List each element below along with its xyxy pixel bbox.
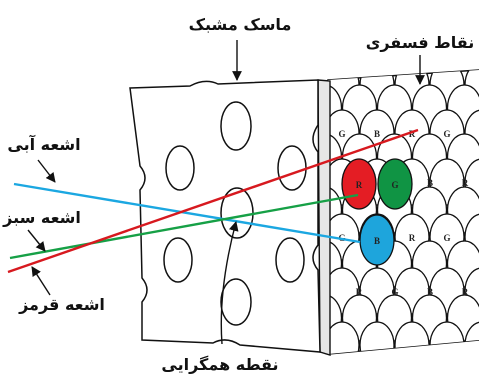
phosphor-letter: G	[443, 233, 450, 243]
phosphor-letter: R	[356, 287, 363, 297]
callout-arrows	[27, 40, 425, 345]
phosphor-letter: G	[391, 180, 398, 190]
phosphor-cell	[359, 321, 395, 354]
phosphor-letter: R	[409, 129, 416, 139]
shadow-mask-face	[129, 79, 321, 353]
phosphor-letter: R	[462, 287, 469, 297]
electron-beams	[7, 128, 419, 274]
phosphor-letter: B	[427, 178, 433, 188]
phosphor-letter: B	[374, 129, 380, 139]
shadow-mask-plate	[129, 79, 331, 356]
convergence-pointer-arrow	[220, 221, 239, 345]
labels: ماسک مشبک نقاط فسفری اشعه آبی اشعه سبز ا…	[2, 15, 474, 374]
mask-hole	[220, 278, 252, 326]
phosphor-dots-label: نقاط فسفری	[366, 33, 475, 52]
phosphor-cell	[429, 321, 465, 354]
red-ray-label: اشعه قرمز	[18, 295, 105, 314]
green-ray-label: اشعه سبز	[2, 208, 81, 227]
mask-hole	[165, 145, 195, 191]
phosphor-letter: B	[427, 287, 433, 297]
lit-phosphor-dot	[377, 158, 413, 210]
phosphor-letter: R	[356, 180, 363, 190]
phosphor-letter: G	[391, 287, 398, 297]
green-ray-pointer-arrow	[27, 229, 46, 252]
phosphor-letter: R	[462, 178, 469, 188]
phosphor-letter: R	[409, 233, 416, 243]
convergence-point-label: نقطه همگرایی	[161, 355, 278, 374]
green-ray	[9, 193, 359, 260]
mask-hole	[163, 237, 193, 283]
phosphor-letter: G	[443, 129, 450, 139]
blue-ray-pointer-arrow	[37, 159, 56, 183]
blue-ray-label: اشعه آبی	[7, 134, 80, 154]
phosphor-cell	[328, 321, 360, 354]
phosphor-letter: G	[338, 129, 345, 139]
phosphor-cell	[394, 321, 430, 354]
shadow-mask-label: ماسک مشبک	[189, 15, 292, 34]
mask-hole	[275, 237, 305, 283]
lit-phosphor-dot	[359, 214, 395, 266]
red-ray	[7, 128, 419, 274]
phosphor-letter: B	[374, 236, 380, 246]
blue-ray	[13, 182, 361, 244]
red-ray-pointer-arrow	[31, 266, 51, 296]
mask-hole	[220, 101, 252, 151]
